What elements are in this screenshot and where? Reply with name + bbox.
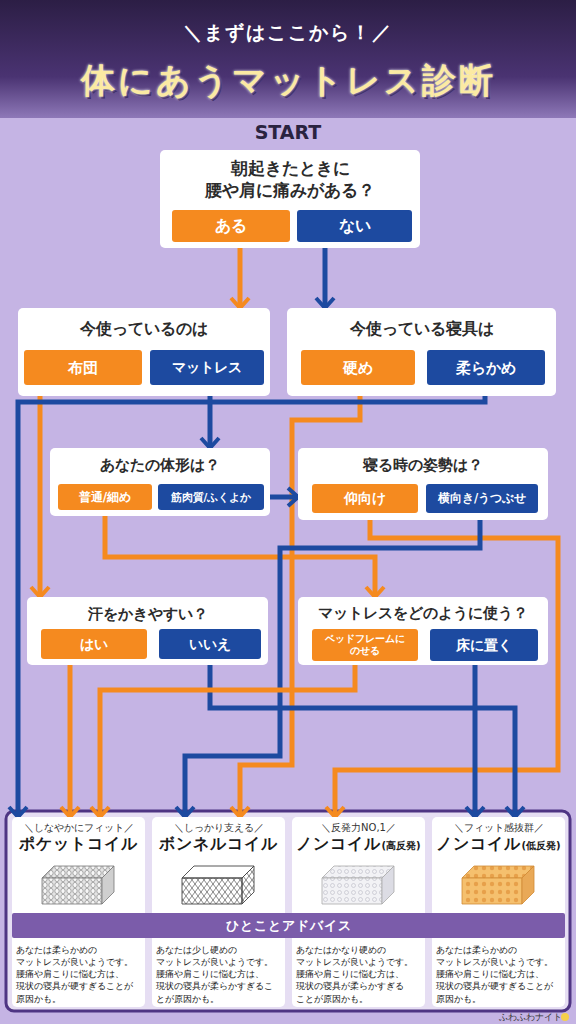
low-rebound-image	[462, 866, 534, 878]
question-text: あなたの体形は？	[54, 455, 266, 475]
answer-text: 仰向け	[344, 490, 386, 507]
answer-text: 布団	[68, 359, 98, 377]
band-text: ひとことアドバイス	[226, 917, 352, 935]
answer-button: 硬め	[301, 350, 415, 385]
question-text: 寝る時の姿勢は？	[302, 455, 544, 475]
flow-arrow	[38, 385, 43, 597]
high-rebound-image	[382, 866, 394, 904]
answer-text: 横向き/うつぶせ	[438, 492, 526, 506]
mattress-type: ポケットコイル	[19, 834, 138, 855]
flow-arrow	[238, 242, 243, 308]
answer-button: いいえ	[159, 629, 261, 659]
answer-text: はい	[80, 636, 108, 653]
catch-copy: ＼フィット感抜群／	[432, 821, 565, 835]
heading-row: ノンコイル(高反発)	[292, 834, 425, 855]
bonnell-coil-image	[242, 866, 254, 904]
high-rebound-image	[322, 866, 394, 878]
header-band	[0, 0, 576, 118]
flow-arrow	[105, 510, 375, 597]
logo-moon	[561, 1013, 569, 1021]
flow-arrow	[323, 242, 328, 308]
question-text: マットレスをどのように使う？	[302, 604, 544, 624]
answer-button: 普通/細め	[58, 484, 152, 510]
question-box: 今使っている寝具は硬め 柔らかめ	[287, 308, 556, 396]
flow-arrow	[335, 513, 558, 817]
answer-button: 柔らかめ	[427, 350, 545, 385]
answer-button: 床に置く	[430, 629, 538, 661]
answer-button: ベッドフレームに のせる	[312, 629, 418, 661]
answer-text: マットレス	[172, 359, 242, 376]
pocket-coil-image	[42, 866, 114, 878]
advice-text: あなたは柔らかめの マットレスが良いようです。 腰痛や肩こりに悩む方は、 現状の…	[436, 944, 561, 1005]
flow-arrow	[68, 659, 73, 817]
answer-text: 筋肉質/ふくよか	[171, 491, 252, 504]
flow-arrow	[185, 513, 480, 817]
mattress-type: ボンネルコイル	[159, 834, 278, 855]
question-box: 寝る時の姿勢は？ 仰向け 横向き/うつぶせ	[298, 448, 548, 520]
result-card: ノンコイル(高反発)＼反発力NO,1／あなたはかなり硬めの マットレスが良いよう…	[292, 817, 425, 1007]
low-rebound-image	[522, 866, 534, 904]
answer-button: ある	[172, 210, 290, 242]
question-text: 朝起きたときに 腰や肩に痛みがある？	[164, 158, 416, 203]
answer-text: いいえ	[189, 636, 231, 653]
advice-band: ひとことアドバイス	[12, 913, 565, 938]
heading-row: ノンコイル(低反発)	[432, 834, 565, 855]
question-text: 今使っているのは	[22, 318, 266, 340]
bonnell-coil-image	[182, 866, 254, 878]
answer-button: ない	[297, 210, 412, 242]
catch-copy: ＼しっかり支える／	[152, 821, 285, 835]
answer-button: 筋肉質/ふくよか	[158, 484, 264, 510]
answer-text: ある	[215, 216, 247, 235]
pocket-coil-image	[42, 878, 102, 904]
answer-button: 仰向け	[312, 484, 418, 513]
high-rebound-image	[322, 878, 382, 904]
question-box: 今使っているのは布団 マットレス	[18, 308, 270, 396]
result-card: ポケットコイル＼しなやかにフィット／ あなたは柔らかめの マットレスが良いようです…	[12, 817, 145, 1007]
answer-text: ない	[339, 216, 371, 235]
mattress-type: ノンコイル	[296, 834, 381, 855]
type-note: (高反発)	[381, 839, 420, 853]
answer-text: 床に置く	[456, 637, 512, 654]
flow-arrow	[210, 659, 515, 817]
result-card: ボンネルコイル＼しっかり支える／ あなたは少し硬めの マットレスが良いようです。 …	[152, 817, 285, 1007]
advice-text: あなたは柔らかめの マットレスが良いようです。 腰痛や肩こりに悩む方は、 現状の…	[16, 944, 141, 1005]
question-box: マットレスをどのように使う？ ベッドフレームに のせる 床に置く	[298, 597, 548, 665]
answer-text: ベッドフレームに のせる	[314, 633, 416, 657]
catch-copy: ＼しなやかにフィット／	[12, 821, 145, 835]
question-box: 朝起きたときに 腰や肩に痛みがある？ ある ない	[160, 150, 420, 248]
catch-copy: ＼反発力NO,1／	[292, 821, 425, 835]
result-card: ノンコイル(低反発)＼フィット感抜群／あなたは柔らかめの マットレスが良いようで…	[432, 817, 565, 1007]
bonnell-coil-image	[182, 878, 242, 904]
pocket-coil-image	[102, 866, 114, 904]
flow-arrow	[100, 661, 355, 817]
heading-row: ポケットコイル	[12, 834, 145, 855]
answer-button: マットレス	[150, 350, 264, 385]
start-label: START	[0, 121, 576, 143]
type-note: (低反発)	[521, 839, 560, 853]
low-rebound-image	[462, 878, 522, 904]
result-panel	[6, 811, 570, 1011]
answer-button: 布団	[24, 350, 142, 385]
advice-text: あなたはかなり硬めの マットレスが良いようです。 腰痛や肩こりに悩む方は、 現状…	[296, 944, 421, 1005]
mattress-type: ノンコイル	[436, 834, 521, 855]
flow-arrow	[473, 661, 478, 817]
question-text: 汗をかきやすい？	[31, 604, 264, 624]
question-text: 今使っている寝具は	[291, 318, 552, 340]
answer-text: 普通/細め	[79, 490, 131, 504]
site-logo: ふわふわナイト	[499, 1011, 562, 1024]
answer-button: はい	[41, 629, 147, 659]
advice-text: あなたは少し硬めの マットレスが良いようです。 腰痛や肩こりに悩む方は、 現状の…	[156, 944, 281, 1005]
answer-button: 横向き/うつぶせ	[426, 484, 538, 513]
question-box: 汗をかきやすい？ はい いいえ	[27, 597, 268, 665]
answer-text: 柔らかめ	[456, 359, 516, 377]
question-box: あなたの体形は？ 普通/細め 筋肉質/ふくよか	[50, 448, 270, 516]
diagram-title: 体にあうマットレス診断	[0, 58, 576, 104]
header-tagline: ＼まずはここから！／	[0, 20, 576, 46]
heading-row: ボンネルコイル	[152, 834, 285, 855]
answer-text: 硬め	[343, 359, 373, 377]
